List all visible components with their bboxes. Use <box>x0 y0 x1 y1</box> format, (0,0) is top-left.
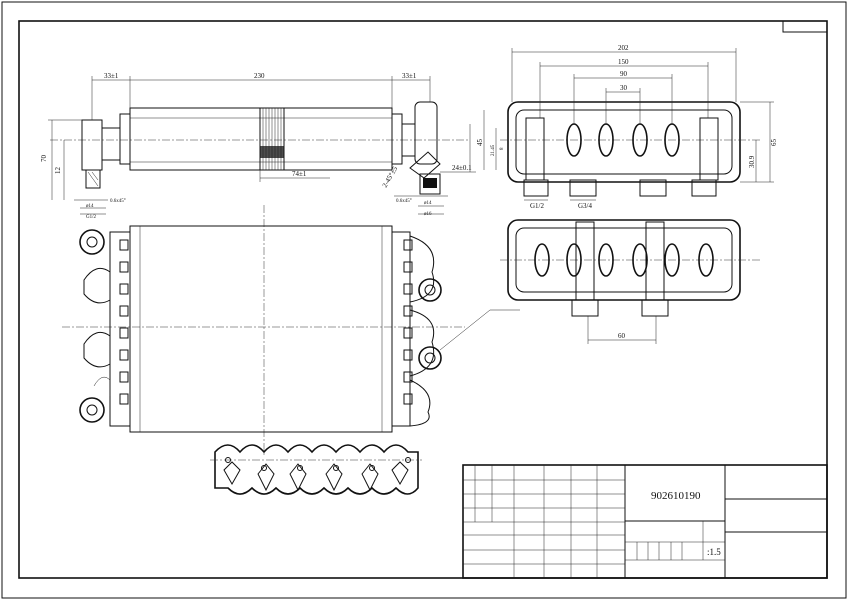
dim-top-150: 150 <box>618 58 629 66</box>
dim-top-90: 90 <box>620 70 628 78</box>
dim-height-21: 21.45 <box>491 144 496 156</box>
dim-height-45: 45 <box>476 139 484 147</box>
dim-left-sub: 12 <box>54 167 62 175</box>
dim-height-30: 30.9 <box>748 155 756 168</box>
label-port-g34: G3/4 <box>578 202 593 210</box>
dim-thread-right-b: 0.6x45° <box>396 199 412 204</box>
dim-bottom-60: 60 <box>618 332 626 340</box>
dim-thread-right-c: ø16 <box>424 212 432 217</box>
dim-height-65: 65 <box>770 139 778 147</box>
dim-side-height: 70 <box>40 155 48 163</box>
dim-overall-length: 230 <box>254 72 265 80</box>
label-port-g12: G1/2 <box>530 202 545 210</box>
dim-thread-right-a: ø14 <box>424 201 432 206</box>
right-top-view: 202 150 90 30 45 21.45 8 65 30.9 G1/2 G3… <box>476 44 778 210</box>
dim-side-offset-right: 24±0.1 <box>452 164 472 172</box>
gasket-strip <box>210 444 422 495</box>
dim-right-offset: 33±1 <box>402 72 417 80</box>
left-header <box>79 229 131 427</box>
scale-text: :1.5 <box>707 547 721 557</box>
dim-angle-note: 2-45°±5 <box>381 165 400 189</box>
dim-left-offset: 33±1 <box>104 72 119 80</box>
dim-top-30: 30 <box>620 84 628 92</box>
dim-stub-length: 74±1 <box>292 170 307 178</box>
dim-height-8: 8 <box>500 147 505 150</box>
front-view <box>62 205 520 455</box>
right-header <box>391 231 442 427</box>
dim-top-202: 202 <box>618 44 629 52</box>
top-elevation-view: 33±1 230 33±1 74±1 70 12 0.6x45° ø14 G1/… <box>40 72 476 220</box>
dim-thread-left-c: 0.6x45° <box>110 199 126 204</box>
right-bottom-view: 60 <box>500 219 760 344</box>
part-number-text: 902610190 <box>651 490 701 502</box>
dim-thread-left-b: ø14 <box>86 204 94 209</box>
dim-thread-left-a: G1/2 <box>86 215 97 220</box>
title-block: 902610190 :1.5 <box>462 464 828 579</box>
